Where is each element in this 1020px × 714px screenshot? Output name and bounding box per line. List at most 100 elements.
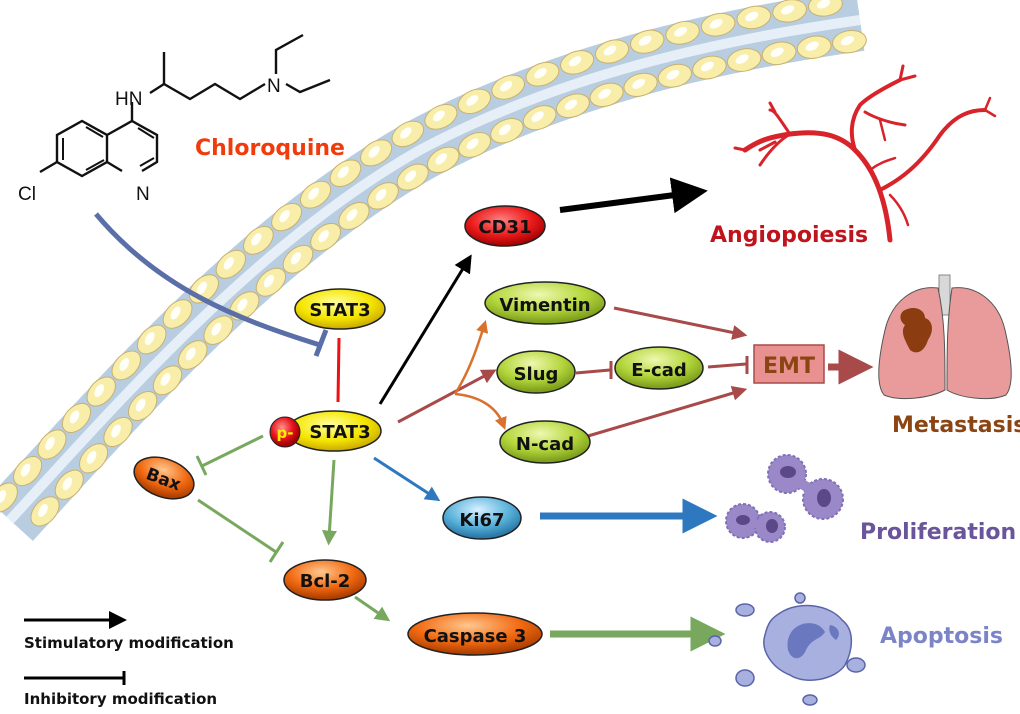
membrane-cell-nucleus bbox=[805, 41, 819, 51]
ki67-label: Ki67 bbox=[459, 510, 504, 531]
membrane-cell-nucleus bbox=[69, 410, 80, 424]
membrane-cell-nucleus bbox=[111, 424, 121, 438]
phospho-label: p- bbox=[277, 424, 294, 442]
proliferating-cells-icon bbox=[725, 454, 844, 543]
metastasis-label: Metastasis bbox=[892, 413, 1020, 438]
node-slug[interactable]: Slug bbox=[496, 350, 576, 394]
legend-stimulatory-label: Stimulatory modification bbox=[24, 634, 234, 652]
membrane-cell-nucleus bbox=[700, 61, 714, 72]
membrane-cell-nucleus bbox=[45, 437, 55, 450]
node-bax[interactable]: Bax bbox=[128, 450, 199, 507]
hn-label: HN bbox=[115, 89, 142, 110]
node-vimentin[interactable]: Vimentin bbox=[484, 281, 606, 325]
membrane-cell-nucleus bbox=[170, 306, 181, 320]
membrane-cell-nucleus bbox=[735, 54, 749, 64]
node-cd31[interactable]: CD31 bbox=[464, 205, 546, 247]
bcl2-to-caspase3-edge bbox=[354, 595, 391, 622]
vimentin-label: Vimentin bbox=[499, 295, 590, 316]
membrane-cell-nucleus bbox=[781, 5, 795, 15]
membrane-cell-nucleus bbox=[498, 124, 511, 136]
membrane-cell-nucleus bbox=[816, 0, 831, 9]
membrane-cell-nucleus bbox=[86, 450, 97, 464]
node-caspase3[interactable]: Caspase 3 bbox=[407, 612, 543, 656]
slug-label: Slug bbox=[514, 364, 559, 385]
membrane-cell-nucleus bbox=[135, 398, 146, 412]
membrane-cell-nucleus bbox=[38, 503, 48, 517]
node-ncad[interactable]: N-cad bbox=[499, 420, 591, 464]
chloroquine-label: Chloroquine bbox=[195, 136, 345, 161]
membrane-cell-nucleus bbox=[433, 110, 445, 122]
pstat3-to-ki67-edge bbox=[373, 456, 441, 502]
ncad-to-emt-edge bbox=[587, 385, 748, 438]
node-ecad[interactable]: E-cad bbox=[614, 346, 704, 390]
membrane-cell-nucleus bbox=[185, 347, 196, 361]
chloroquine-inhibition-edge bbox=[94, 212, 321, 348]
membrane-cell-nucleus bbox=[568, 56, 582, 67]
membrane-cell-nucleus bbox=[263, 274, 274, 288]
pstat3-inhibits-bax-bar bbox=[195, 455, 208, 476]
pstat3-to-vimentin-edge bbox=[453, 320, 489, 395]
proliferation-label: Proliferation bbox=[860, 520, 1016, 545]
membrane-cell-nucleus bbox=[603, 45, 617, 56]
apoptotic-cell-icon bbox=[708, 592, 866, 706]
membrane-cell-nucleus bbox=[466, 138, 479, 150]
membrane-cell-nucleus bbox=[840, 36, 855, 46]
node-stat3[interactable]: STAT3 bbox=[294, 288, 386, 330]
slug-inhibits-ecad-edge bbox=[575, 368, 611, 375]
membrane-cell-nucleus bbox=[318, 230, 329, 243]
membrane-cell-nucleus bbox=[709, 18, 723, 29]
p-stat3-label: STAT3 bbox=[309, 422, 370, 443]
pstat3-to-bcl2-edge bbox=[321, 459, 337, 546]
membrane-cell-nucleus bbox=[435, 153, 447, 165]
membrane-cell-nucleus bbox=[666, 69, 680, 80]
membrane-cell-nucleus bbox=[598, 88, 611, 99]
membrane-cell-nucleus bbox=[251, 233, 262, 246]
vimentin-to-emt-edge bbox=[613, 306, 748, 340]
pstat3-to-ncad-edge bbox=[454, 392, 507, 430]
membrane-cell-nucleus bbox=[466, 95, 479, 106]
bax-inhibits-bcl2-edge bbox=[197, 498, 277, 554]
emt-label: EMT bbox=[763, 354, 815, 379]
membrane-cell-nucleus bbox=[632, 78, 645, 89]
membrane-cell-nucleus bbox=[346, 208, 358, 221]
membrane-cell-nucleus bbox=[638, 35, 652, 46]
membrane-cell-nucleus bbox=[531, 111, 544, 122]
membrane-cell-nucleus bbox=[368, 146, 380, 158]
node-p-stat3[interactable]: STAT3 p- bbox=[269, 410, 382, 452]
angiopoiesis-label: Angiopoiesis bbox=[710, 223, 868, 248]
membrane-cell-nucleus bbox=[144, 332, 155, 345]
blood-vessel-icon bbox=[733, 64, 997, 243]
caspase3-label: Caspase 3 bbox=[424, 626, 527, 647]
membrane-cell-nucleus bbox=[62, 477, 73, 491]
legend-inhibitory-label: Inhibitory modification bbox=[24, 690, 217, 708]
membrane-cell-nucleus bbox=[20, 463, 31, 477]
membrane-cell-nucleus bbox=[337, 166, 349, 179]
membrane-cell-nucleus bbox=[375, 188, 387, 201]
membrane-cell-nucleus bbox=[674, 26, 688, 37]
node-ki67[interactable]: Ki67 bbox=[442, 496, 522, 540]
membrane-cell-nucleus bbox=[500, 80, 513, 92]
legend: Stimulatory modification Inhibitory modi… bbox=[24, 611, 234, 708]
chloroquine-inhibition-bar bbox=[313, 329, 329, 357]
membrane-cell-nucleus bbox=[119, 357, 130, 371]
stat3-link-edge bbox=[336, 337, 341, 403]
pstat3-to-slug-edge bbox=[397, 369, 497, 424]
membrane-cell-nucleus bbox=[94, 384, 105, 397]
bcl2-label: Bcl-2 bbox=[300, 571, 351, 592]
membrane-cell-nucleus bbox=[223, 257, 234, 270]
ecad-label: E-cad bbox=[631, 360, 686, 381]
membrane-cell-nucleus bbox=[405, 170, 417, 182]
ncad-label: N-cad bbox=[516, 434, 574, 455]
membrane-cell-nucleus bbox=[534, 68, 547, 79]
cd31-label: CD31 bbox=[478, 217, 531, 238]
amine-nitrogen-label: N bbox=[267, 76, 281, 97]
membrane-cell-nucleus bbox=[211, 322, 222, 336]
cell-membrane bbox=[0, 0, 867, 541]
node-bcl2[interactable]: Bcl-2 bbox=[283, 559, 367, 601]
node-emt[interactable]: EMT bbox=[753, 344, 825, 384]
chlorine-atom-label: Cl bbox=[18, 184, 36, 205]
chloroquine-structure bbox=[39, 33, 331, 178]
stat3-label: STAT3 bbox=[309, 300, 370, 321]
pstat3-to-cd31-edge bbox=[378, 254, 472, 405]
